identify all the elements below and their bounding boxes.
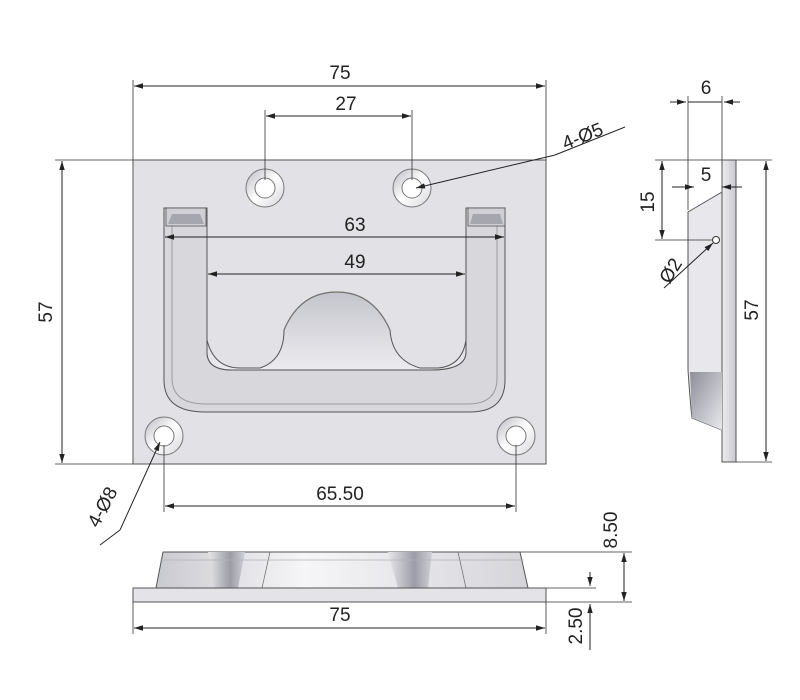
dim-hole-spacing-bottom: 65.50 bbox=[163, 445, 517, 512]
dim-front-overall-height-label: 8.50 bbox=[601, 512, 622, 549]
dim-side-overall-height-label: 57 bbox=[742, 299, 763, 320]
leader-hole-small-label: 4-Ø5 bbox=[559, 119, 606, 154]
dim-side-thickness: 6 bbox=[670, 78, 740, 210]
front-view-plate bbox=[132, 587, 547, 603]
side-view: 6 5 15 Ø2 57 bbox=[638, 78, 772, 463]
dim-side-pivot-height-label: 15 bbox=[638, 191, 659, 212]
side-view-plate bbox=[721, 159, 737, 463]
hole-top-right bbox=[392, 168, 432, 208]
dim-handle-outer-label: 63 bbox=[344, 215, 365, 236]
front-view: 8.50 75 2.50 bbox=[132, 512, 632, 650]
dim-front-plate-thickness: 2.50 bbox=[546, 572, 596, 650]
dim-front-overall-width-label: 75 bbox=[329, 605, 350, 626]
dim-overall-width-label: 75 bbox=[329, 63, 350, 84]
dim-side-handle-offset-label: 5 bbox=[701, 165, 712, 186]
leader-hole-large-label: 4-Ø8 bbox=[84, 484, 122, 531]
dim-side-pivot-height: 15 bbox=[638, 159, 722, 241]
dim-front-plate-thickness-label: 2.50 bbox=[566, 608, 587, 645]
dim-handle-outer: 63 bbox=[165, 215, 504, 240]
dim-overall-height: 57 bbox=[36, 159, 133, 465]
hole-bottom-right bbox=[496, 416, 536, 456]
side-view-pivot bbox=[712, 236, 720, 244]
dim-handle-inner-label: 49 bbox=[344, 252, 365, 273]
handle-inner-edge bbox=[171, 220, 498, 405]
dim-handle-inner: 49 bbox=[208, 252, 465, 277]
dim-hole-spacing-top-label: 27 bbox=[335, 94, 356, 115]
dim-side-overall-height: 57 bbox=[736, 159, 772, 463]
hole-top-left bbox=[245, 168, 285, 208]
dim-overall-width: 75 bbox=[132, 63, 547, 160]
dim-front-overall-height: 8.50 bbox=[520, 512, 632, 603]
finger-cutout bbox=[206, 291, 467, 371]
side-view-handle bbox=[687, 191, 723, 431]
dim-side-thickness-label: 6 bbox=[701, 78, 712, 99]
dim-hole-spacing-top: 27 bbox=[264, 94, 413, 180]
dim-side-handle-offset: 5 bbox=[672, 165, 742, 190]
top-view: 75 27 4-Ø5 63 49 57 bbox=[36, 63, 626, 546]
dim-hole-spacing-bottom-label: 65.50 bbox=[316, 484, 364, 505]
dim-front-overall-width: 75 bbox=[132, 602, 547, 634]
dim-overall-height-label: 57 bbox=[36, 301, 57, 322]
leader-pivot-label: Ø2 bbox=[656, 255, 687, 288]
